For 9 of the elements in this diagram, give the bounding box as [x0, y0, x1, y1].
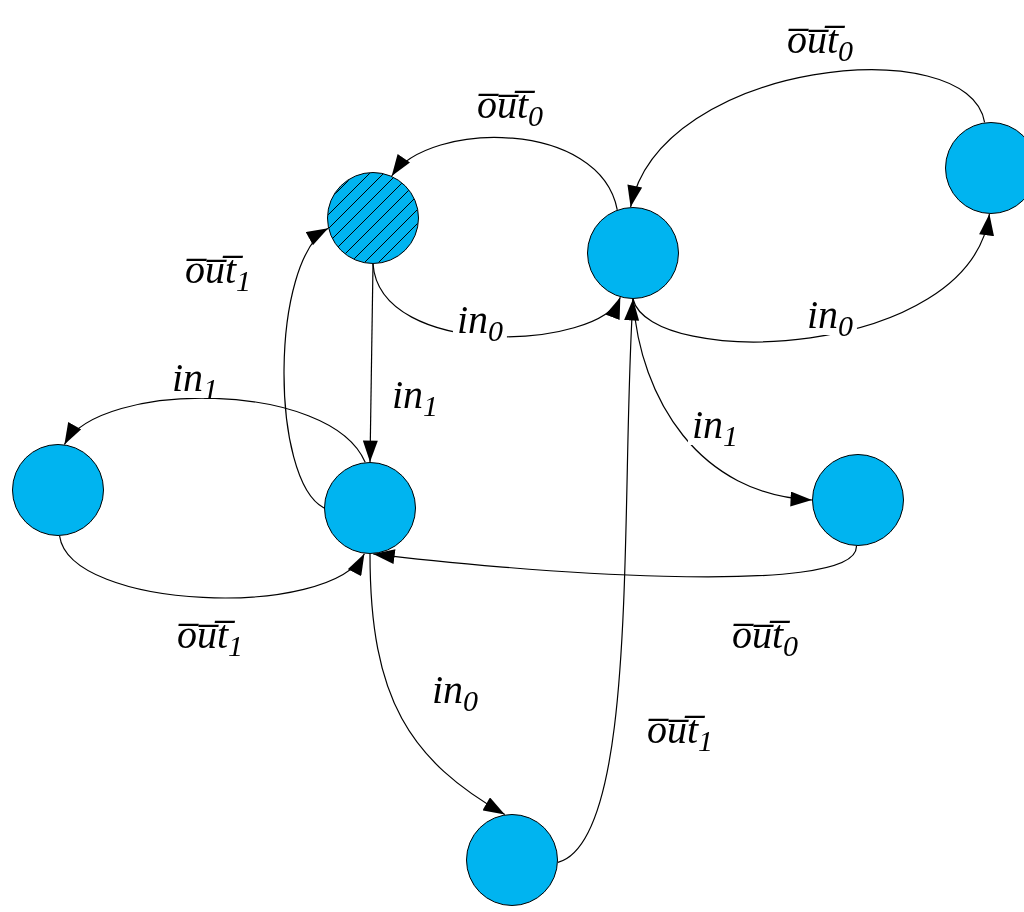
arrow: [557, 298, 640, 863]
arrow: [362, 263, 378, 463]
arrow: [59, 535, 365, 599]
arrow: [630, 69, 986, 208]
arrow: [63, 397, 366, 463]
arrow: [369, 553, 506, 816]
arrow: [391, 137, 618, 211]
arrow: [283, 227, 329, 509]
arrow: [372, 545, 857, 578]
